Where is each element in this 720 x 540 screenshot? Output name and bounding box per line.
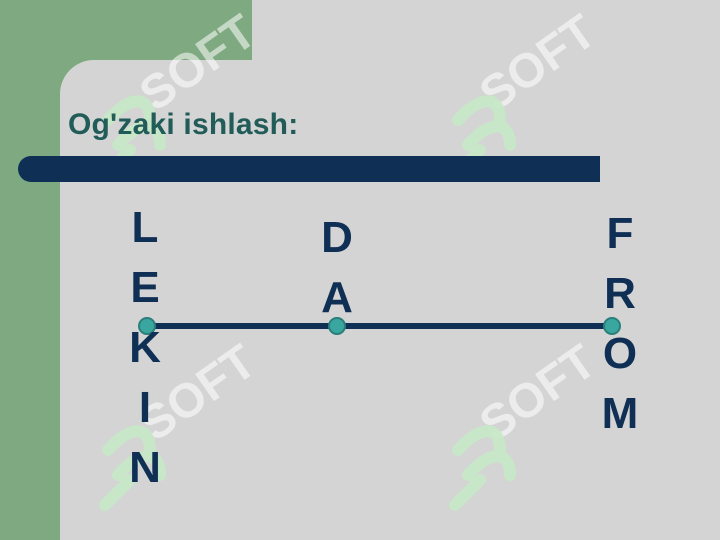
title-underline-bar — [18, 156, 600, 182]
letter: E — [130, 263, 160, 312]
slide-content-panel — [60, 60, 720, 540]
letter: A — [321, 273, 353, 322]
letter: F — [606, 209, 634, 258]
letter: L — [131, 203, 159, 252]
column-lekin: L E K I N — [125, 198, 165, 498]
letter: O — [602, 329, 638, 378]
letter: R — [604, 269, 636, 318]
segment-point-left — [138, 317, 156, 335]
slide-title: Og'zaki ishlash: — [68, 108, 299, 141]
column-from: F R O M — [600, 204, 640, 444]
letter: K — [129, 323, 161, 372]
letter: I — [138, 383, 152, 432]
segment-point-middle — [328, 317, 346, 335]
letter: M — [601, 389, 639, 438]
letter: D — [321, 213, 353, 262]
letter: N — [129, 443, 161, 492]
column-da: D A — [317, 208, 357, 328]
background-top-panel — [252, 0, 720, 70]
segment-point-right — [603, 317, 621, 335]
